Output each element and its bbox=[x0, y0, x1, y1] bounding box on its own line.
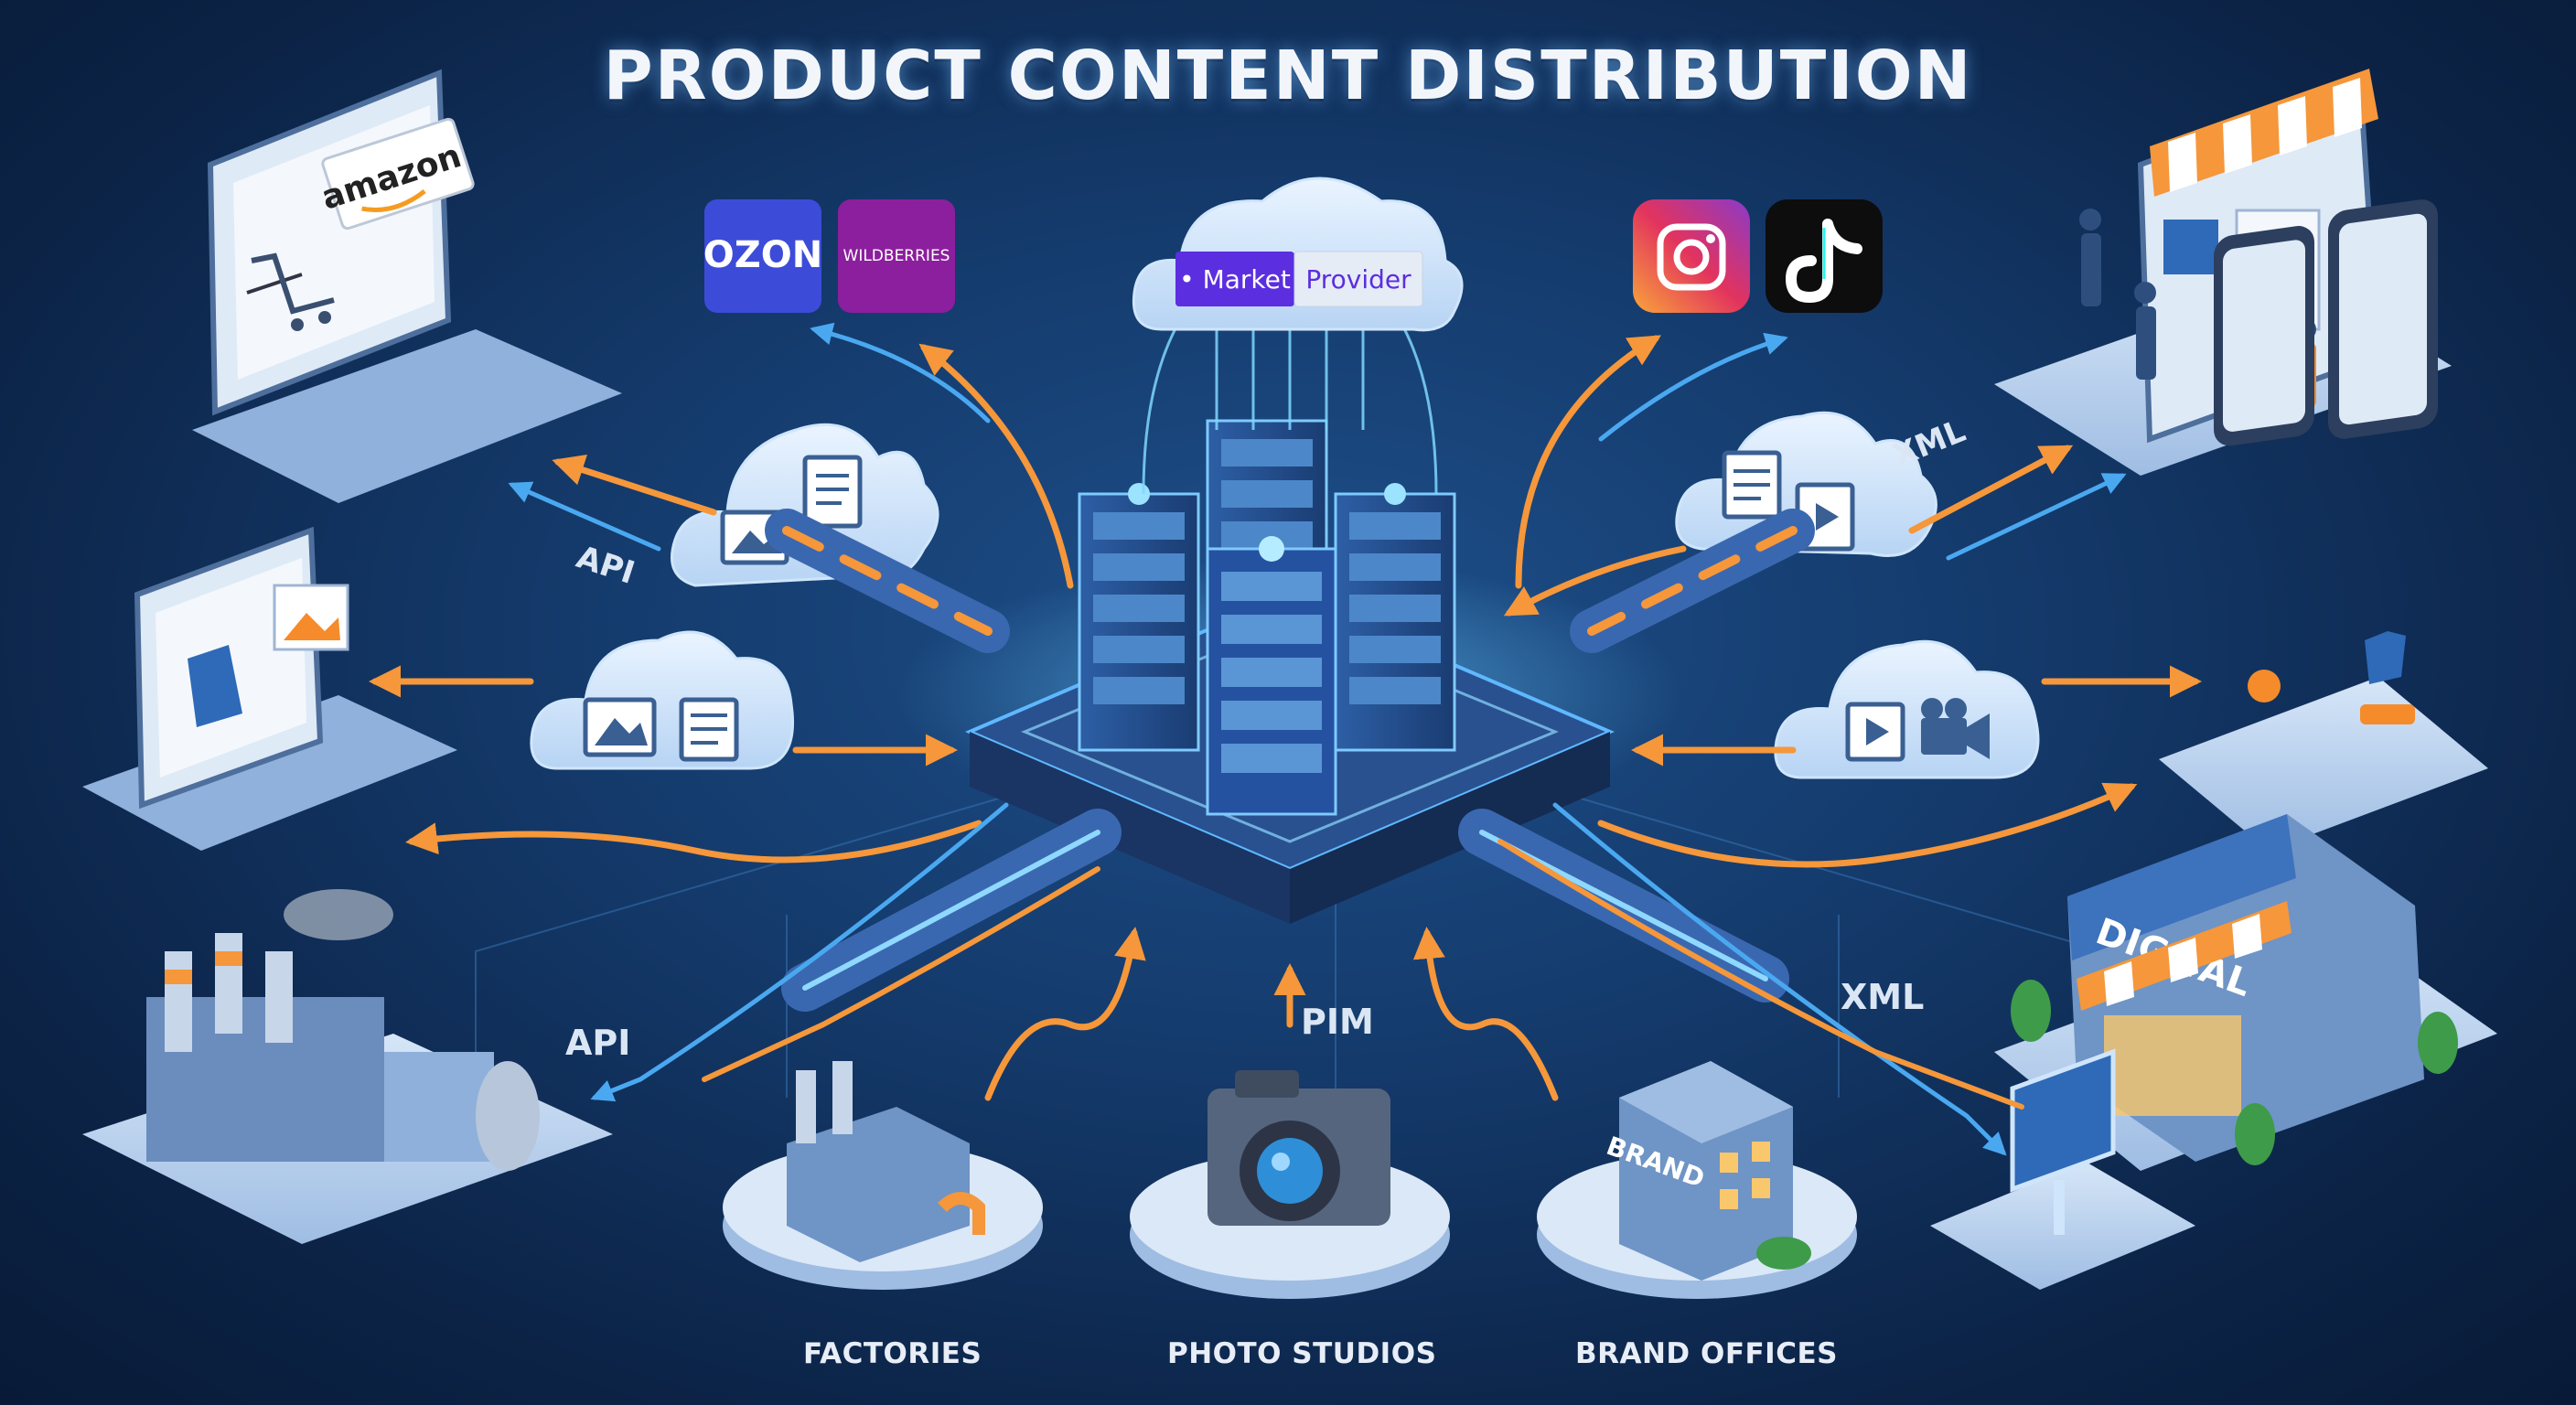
brand-offices-caption: BRAND OFFICES bbox=[1575, 1337, 1838, 1370]
central-hub bbox=[896, 319, 1683, 924]
svg-text:OZON: OZON bbox=[703, 234, 823, 276]
instagram-logo bbox=[1633, 199, 1750, 313]
cloud-video-camera-right bbox=[1774, 639, 2040, 779]
document-icon bbox=[1722, 450, 1782, 520]
provider-badge-text: Provider bbox=[1305, 264, 1411, 295]
photo-studios-caption: PHOTO STUDIOS bbox=[1167, 1337, 1437, 1370]
factory-source bbox=[723, 1061, 1043, 1290]
camera-source bbox=[1130, 1070, 1450, 1299]
factory-left bbox=[82, 889, 613, 1244]
digital-store: DIGITAL bbox=[1930, 814, 2497, 1290]
document-icon bbox=[679, 697, 739, 762]
cart-icon bbox=[251, 252, 335, 331]
amazon-laptop: amazon bbox=[192, 69, 622, 503]
billboard bbox=[1930, 1048, 2195, 1290]
document-icon bbox=[802, 455, 863, 529]
mobile-phones bbox=[2159, 199, 2488, 851]
video-camera-icon bbox=[1921, 698, 1990, 759]
brand-office-source: BRAND bbox=[1537, 1061, 1857, 1299]
market-badge-text: • Market bbox=[1179, 264, 1291, 295]
market-badge bbox=[1175, 252, 1294, 306]
wildberries-logo: WILDBERRIES bbox=[838, 199, 955, 313]
hub-cloud-connectors bbox=[1142, 319, 1438, 495]
image-icon bbox=[583, 697, 657, 757]
tiktok-logo bbox=[1766, 199, 1883, 313]
ozon-logo: OZON bbox=[703, 199, 823, 313]
flow-arrows bbox=[369, 322, 2202, 1156]
clothing-laptop bbox=[82, 526, 457, 851]
api-label-bottom: API bbox=[565, 1023, 631, 1063]
pim-label: PIM bbox=[1301, 1002, 1374, 1042]
server-towers bbox=[1078, 419, 1456, 816]
cloud-image-doc-middle-left bbox=[530, 630, 794, 770]
xml-label-bottom: XML bbox=[1841, 977, 1925, 1017]
cloud-doc-video-top-right bbox=[1675, 411, 1937, 557]
play-icon bbox=[1845, 702, 1905, 762]
factories-caption: FACTORIES bbox=[803, 1337, 982, 1370]
page-title: PRODUCT CONTENT DISTRIBUTION bbox=[603, 37, 1973, 115]
svg-text:WILDBERRIES: WILDBERRIES bbox=[843, 247, 950, 265]
market-provider-cloud: • Market Provider bbox=[1132, 177, 1464, 332]
provider-badge bbox=[1293, 251, 1423, 307]
